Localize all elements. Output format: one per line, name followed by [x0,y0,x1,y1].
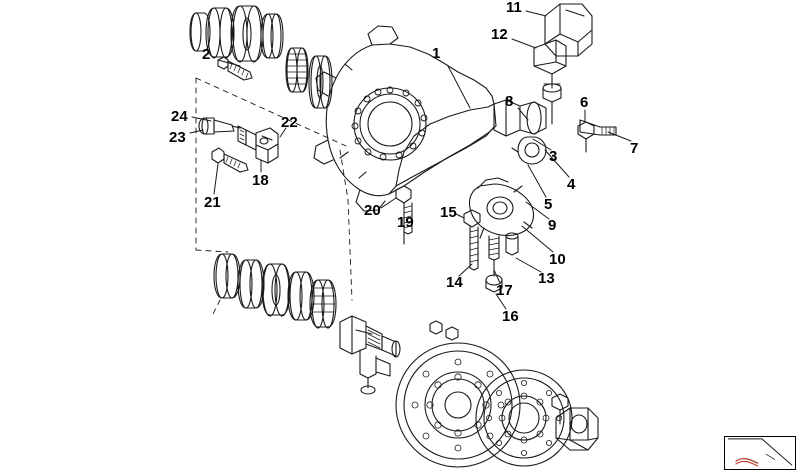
callout-23: 23 [169,129,186,146]
upper-mount-bracket [533,3,593,125]
callout-21: 21 [204,194,221,211]
axle-housing [313,25,497,212]
callout-10: 10 [549,251,566,268]
bolt-lower-right [551,393,569,425]
callout-11: 11 [506,0,522,16]
assembly-dashed-lines [195,77,353,317]
small-nut-group [429,320,459,341]
callout-3: 3 [549,148,558,165]
brake-disc [395,342,521,468]
speed-sensor [198,117,241,135]
callout-6: 6 [580,94,589,111]
callout-19: 19 [397,214,414,231]
callout-7: 7 [630,140,639,157]
callout-4: 4 [567,176,576,193]
callout-18: 18 [252,172,269,189]
callout-15: 15 [440,204,457,221]
stub-axle-shaft [339,315,401,395]
sensor-bracket-group [237,125,279,164]
drive-flange-assembly [493,99,547,165]
callout-22: 22 [281,114,298,131]
callout-13: 13 [538,270,555,287]
callout-24: 24 [171,108,188,125]
callout-5: 5 [544,196,553,213]
callout-8: 8 [505,93,514,110]
seal-bearing-stack-left [189,5,333,109]
corner-watermark [724,436,796,470]
callout-12: 12 [491,26,508,43]
wheel-hub [475,369,573,467]
bolt-item-14 [463,209,481,271]
bolt-item-2 [217,56,253,81]
callout-2: 2 [202,46,211,63]
callout-leaders [189,10,632,310]
bolt-item-21 [211,147,249,173]
callout-1: 1 [432,45,441,62]
hub-nut [555,407,599,451]
bearing-stack-bottom [213,253,337,329]
callout-17: 17 [496,282,513,299]
wheel-carrier [468,177,535,293]
callout-16: 16 [502,308,519,325]
callout-20: 20 [364,202,381,219]
callout-14: 14 [446,274,463,291]
callout-9: 9 [548,217,557,234]
